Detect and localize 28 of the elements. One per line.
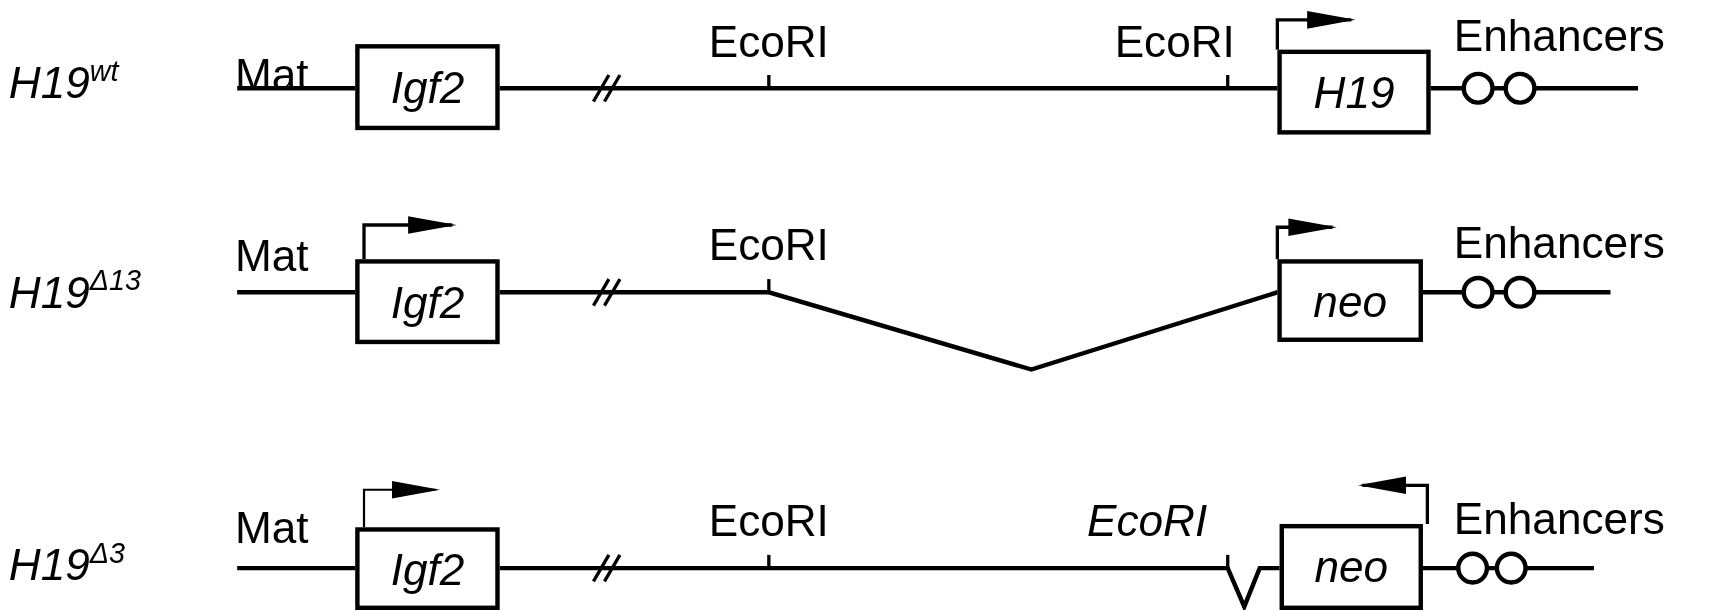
- allele-name: H19$^{wt}$: [8, 60, 119, 105]
- strand-label: Mat: [234, 233, 309, 278]
- gene-name: H19: [1313, 70, 1395, 115]
- gene-box: [1279, 523, 1423, 610]
- promoter-arrow: [1275, 11, 1356, 50]
- restriction-site-label: EcoRI: [708, 222, 829, 267]
- strand-label: Mat: [234, 505, 309, 550]
- promoter-arrow: [362, 216, 457, 260]
- restriction-site-label: EcoRI: [708, 19, 829, 64]
- promoter-arrow: [1275, 218, 1337, 260]
- restriction-site-label: EcoRI: [708, 498, 829, 543]
- allele-name: H19$^{Δ3}$: [8, 542, 125, 587]
- gene-name: neo: [1313, 278, 1387, 323]
- enhancer-label: Enhancers: [1453, 496, 1665, 541]
- gene-name: Igf2: [390, 65, 465, 110]
- promoter-arrow: [362, 480, 441, 528]
- promoter-arrow: [1357, 476, 1430, 524]
- gene-box: [355, 527, 500, 610]
- gene-box: [355, 44, 500, 131]
- gene-box: [1277, 49, 1431, 135]
- allele-name: H19$^{Δ13}$: [8, 270, 141, 315]
- gene-box: [355, 259, 500, 345]
- gene-box: [1277, 259, 1423, 342]
- restriction-site-label: EcoRI: [1114, 19, 1235, 64]
- enhancer-label: Enhancers: [1453, 13, 1665, 58]
- gene-name: neo: [1314, 544, 1389, 590]
- enhancer-label: Enhancers: [1453, 220, 1665, 265]
- restriction-site-label: EcoRI: [1087, 498, 1208, 543]
